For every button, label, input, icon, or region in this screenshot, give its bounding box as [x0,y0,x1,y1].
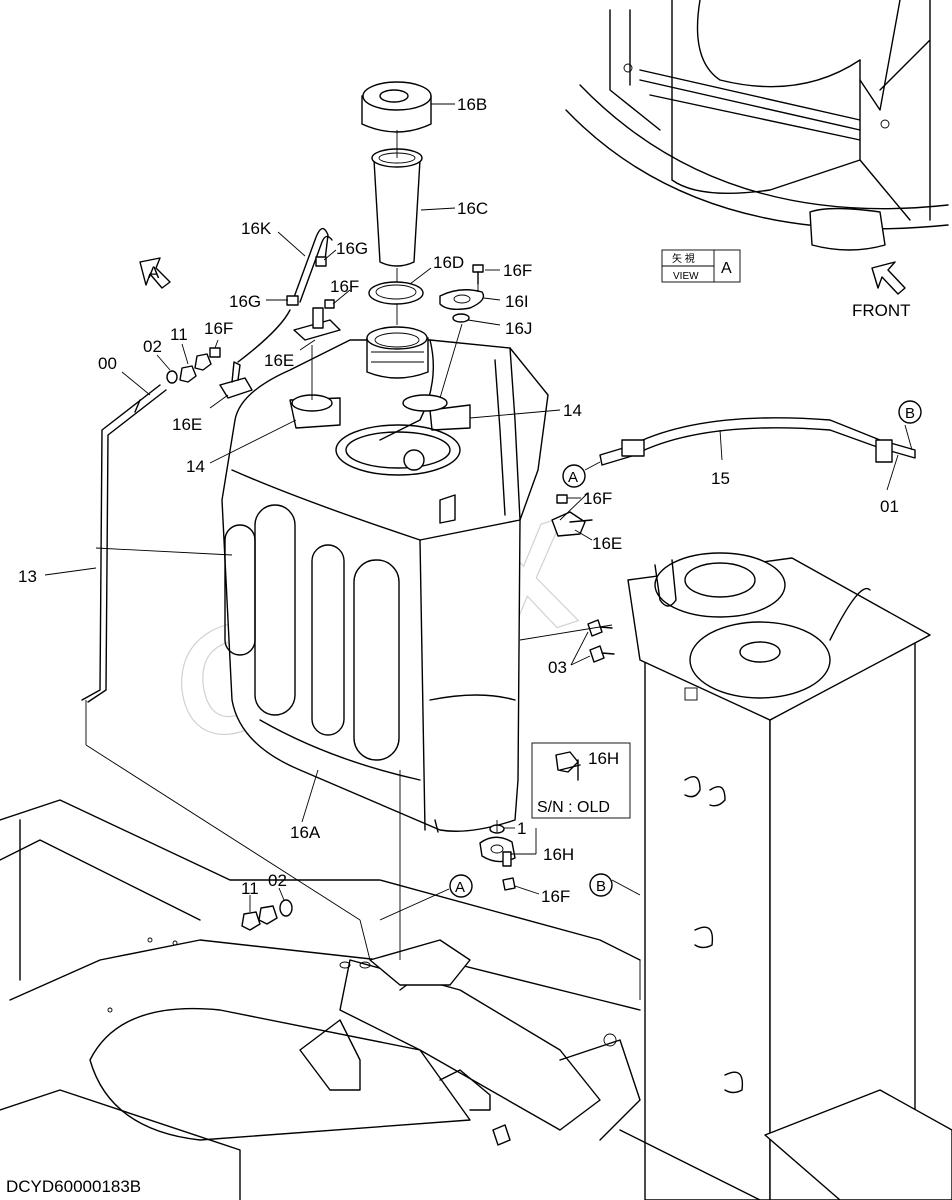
construction-lines [85,130,641,1000]
callout-02-bottom: 02 [268,871,287,890]
callout-1: 1 [517,819,526,838]
callout-16f-bottom: 16F [541,887,570,906]
callout-16j: 16J [505,319,532,338]
callout-13: 13 [18,567,37,586]
callout-16g-left: 16G [229,292,261,311]
fitting-16e-center [293,299,341,341]
callout-14-left: 14 [186,457,205,476]
callout-16i: 16I [505,292,529,311]
callout-16k: 16K [241,219,272,238]
callout-02-top: 02 [143,337,162,356]
hose-16k [286,227,333,306]
callout-03: 03 [548,658,567,677]
frame-chassis [0,799,761,1200]
callout-16e-left: 16E [172,415,202,434]
callout-16c: 16C [457,199,488,218]
callout-01: 01 [880,497,899,516]
filter-16c [371,148,423,267]
callout-labels: 16B 16C 16K 16G 16D 16F 16F 16I 16J 16G … [18,95,899,906]
callout-16b: 16B [457,95,487,114]
nuts-11-02-bottom [241,899,293,931]
leader-lines [44,103,913,921]
marker-a-bottom: A [449,874,473,898]
callout-00: 00 [98,354,117,373]
hose-15 [599,417,916,466]
marker-b-hose: B [898,400,922,424]
front-label: FRONT [852,301,911,320]
fitting-16e-left [209,309,291,399]
svg-text:B: B [905,405,915,422]
filler-neck [366,326,429,379]
callout-16d: 16D [433,253,464,272]
view-a-letter: A [721,260,732,277]
callout-16f-topright: 16F [503,261,532,280]
bolt-16f-top [472,264,484,285]
ring-16d [368,281,424,305]
view-a-box: 矢 視 VIEW A [661,249,741,283]
svg-text:A: A [568,469,578,486]
marker-a-hose: A [562,464,586,488]
svg-text:B: B [596,878,606,895]
callout-16e-center: 16E [264,351,294,370]
sn-old-text: S/N : OLD [537,799,610,816]
view-a-en: VIEW [673,271,699,282]
callout-11-top: 11 [170,325,188,344]
view-a-inset [565,0,949,251]
callout-16f-right: 16F [583,489,612,508]
svg-text:A: A [455,879,465,896]
hydraulic-tank [627,552,952,1200]
view-a-arrow-icon [139,257,171,289]
rod-13 [81,384,167,703]
drawing-id: DCYD60000183B [6,1177,141,1196]
callout-16a: 16A [290,823,321,842]
marker-b-bottom: B [589,873,613,897]
callout-14-right: 14 [563,401,582,420]
cap-16b [361,81,432,133]
sn-old-box: S/N : OLD [531,742,631,819]
callout-16h-box: 16H [588,749,619,768]
callout-15: 15 [711,469,730,488]
view-a-jp: 矢 視 [672,252,695,265]
callout-16f-mid: 16F [330,277,359,296]
plate-16i [439,289,485,311]
view-a-arrow-letter: A [148,263,160,282]
callout-11-bottom: 11 [241,879,259,898]
drain-16h [479,824,516,891]
oring-16j [452,313,470,323]
fitting-16e-right [551,494,593,537]
front-arrow-icon [871,261,906,295]
fuel-tank-16a [221,339,549,833]
callout-16f-left: 16F [204,319,233,338]
callout-16g-top: 16G [336,239,368,258]
callout-16e-right: 16E [592,534,622,553]
callout-16h: 16H [543,845,574,864]
nuts-11-02-top [166,353,212,384]
